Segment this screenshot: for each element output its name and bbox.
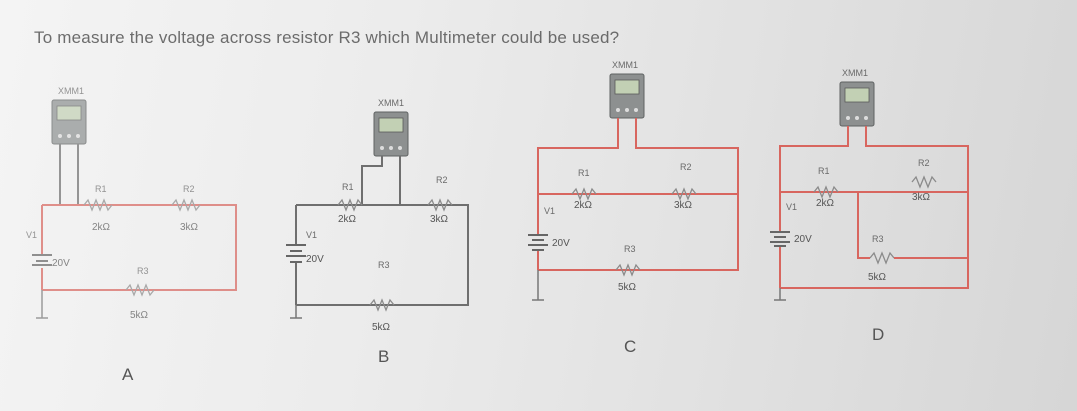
multimeter-icon — [609, 73, 645, 119]
option-c-label: C — [624, 337, 636, 356]
source-name: V1 — [786, 202, 797, 212]
r1-value: 2kΩ — [338, 214, 357, 225]
r3-name: R3 — [624, 244, 636, 254]
option-a-label: A — [122, 365, 134, 384]
voltage-source-symbol — [770, 231, 790, 301]
r2-name: R2 — [183, 184, 195, 194]
r1-name: R1 — [818, 166, 830, 176]
source-name: V1 — [544, 206, 555, 216]
r2-name: R2 — [680, 162, 692, 172]
voltage-source-symbol — [286, 244, 306, 319]
r3-value: 5kΩ — [372, 322, 391, 333]
r3-name: R3 — [137, 266, 149, 276]
multimeter-icon — [839, 81, 875, 127]
meter-label: XMM1 — [58, 86, 84, 96]
circuit-c: XMM1 V1 20V R1 2kΩ R2 3kΩ R3 5kΩ — [528, 60, 739, 301]
r2-name: R2 — [436, 175, 448, 185]
r3-value: 5kΩ — [130, 310, 149, 321]
r2-value: 3kΩ — [912, 192, 931, 203]
resistor-r1-symbol — [83, 198, 113, 212]
r1-value: 2kΩ — [574, 200, 593, 211]
resistor-r3-symbol — [125, 283, 155, 297]
r2-value: 3kΩ — [674, 200, 693, 211]
circuit-a: XMM1 V1 20V R1 2kΩ R2 3kΩ R3 5kΩ — [26, 86, 237, 321]
resistor-r1-symbol — [813, 185, 839, 199]
source-value: 20V — [552, 238, 570, 249]
voltage-source-symbol — [528, 234, 548, 301]
r3-name: R3 — [872, 234, 884, 244]
circuit-b: XMM1 V1 20V R1 2kΩ R2 3kΩ R3 5kΩ — [286, 98, 469, 333]
question-text: To measure the voltage across resistor R… — [34, 28, 620, 47]
r1-value: 2kΩ — [816, 198, 835, 209]
multimeter-icon — [373, 111, 409, 157]
resistor-r2-symbol — [911, 175, 937, 189]
r1-name: R1 — [578, 168, 590, 178]
source-name: V1 — [26, 230, 37, 240]
source-value: 20V — [306, 254, 324, 265]
circuit-d: XMM1 V1 20V R1 2kΩ R2 3kΩ R3 5kΩ — [770, 68, 969, 301]
r1-name: R1 — [95, 184, 107, 194]
resistor-r1-symbol — [337, 198, 363, 212]
meter-label: XMM1 — [612, 60, 638, 70]
resistor-r2-symbol — [171, 198, 201, 212]
r2-value: 3kΩ — [430, 214, 449, 225]
r1-value: 2kΩ — [92, 222, 111, 233]
r2-name: R2 — [918, 158, 930, 168]
r1-name: R1 — [342, 182, 354, 192]
r2-value: 3kΩ — [180, 222, 199, 233]
resistor-r2-symbol — [427, 198, 453, 212]
resistor-r3-symbol — [369, 298, 395, 312]
r3-value: 5kΩ — [868, 272, 887, 283]
r3-value: 5kΩ — [618, 282, 637, 293]
resistor-r1-symbol — [571, 187, 597, 201]
option-d-label: D — [872, 325, 884, 344]
resistor-r2-symbol — [671, 187, 697, 201]
meter-label: XMM1 — [842, 68, 868, 78]
source-value: 20V — [794, 234, 812, 245]
source-value: 20V — [52, 258, 70, 269]
voltage-source-symbol — [32, 254, 52, 319]
option-b-label: B — [378, 347, 389, 366]
multimeter-icon — [51, 99, 87, 145]
resistor-r3-symbol — [615, 263, 641, 277]
meter-label: XMM1 — [378, 98, 404, 108]
r3-name: R3 — [378, 260, 390, 270]
source-name: V1 — [306, 230, 317, 240]
resistor-r3-symbol — [869, 251, 895, 265]
